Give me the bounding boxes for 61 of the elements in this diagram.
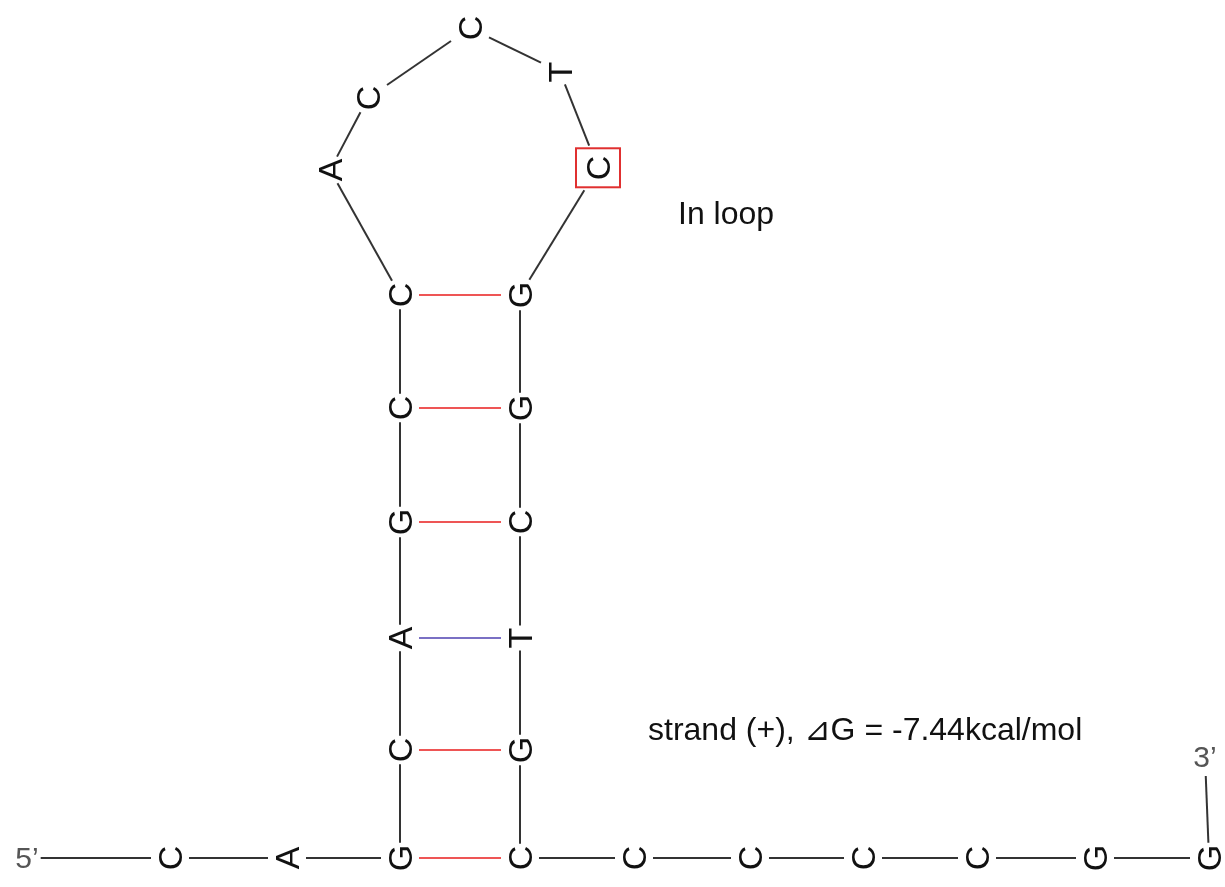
strand-end-label: A [313,158,347,182]
backbone-line [538,857,616,859]
backbone-line [188,857,269,859]
backbone-line [1113,857,1191,859]
backbone-line [563,83,591,147]
strand-end-label: G [503,736,537,764]
strand-end-label: C [453,15,487,41]
strand-end-label: G [383,508,417,536]
base-pair-line [418,294,502,296]
annotation-text: In loop [678,195,775,232]
backbone-line [336,182,393,282]
base-pair-line [418,521,502,523]
nucleotide-letter: 5’ [15,841,39,875]
strand-end-label: G [503,281,537,309]
backbone-line [488,36,542,64]
strand-end-label: G [1078,844,1112,872]
base-pair-line [418,857,502,859]
strand-end-label: A [270,846,304,870]
strand-end-label: G [383,844,417,872]
boxed-nucleotide-letter: C [575,147,621,189]
strand-end-label: C [503,509,537,535]
strand-end-label: C [383,395,417,421]
backbone-line [399,763,401,844]
backbone-line [399,536,401,626]
base-pair-line [418,407,502,409]
strand-end-label: A [383,626,417,650]
backbone-line [399,650,401,737]
strand-end-label: C [733,845,767,871]
strand-end-label: C [960,845,994,871]
backbone-line [519,535,521,627]
strand-end-label: T [543,61,577,83]
strand-end-label: C [383,737,417,763]
strand-end-label: C [383,282,417,308]
strand-end-label: G [503,394,537,422]
backbone-line [1204,775,1210,844]
energy-annotation: strand (+), ⊿G = -7.44kcal/mol [648,710,1083,748]
strand-end-label: C [503,845,537,871]
backbone-line [386,40,452,86]
backbone-line [519,764,521,845]
strand-end-label: C [846,845,880,871]
nucleotide-letter: 3’ [1193,740,1217,774]
base-pair-line [418,749,502,751]
backbone-line [336,111,362,158]
backbone-line [519,309,521,394]
strand-end-label: C [153,845,187,871]
strand-end-label: G [1192,844,1225,872]
backbone-line [652,857,732,859]
strand-end-label: C [617,845,651,871]
backbone-line [519,649,521,736]
backbone-line [995,857,1077,859]
base-pair-line [418,637,502,639]
backbone-line [39,857,152,859]
backbone-line [768,857,845,859]
backbone-line [519,422,521,509]
backbone-line [881,857,959,859]
backbone-line [399,308,401,395]
backbone-line [528,189,586,281]
strand-end-label: C [351,85,385,111]
strand-end-label: T [503,627,537,649]
backbone-line [399,421,401,508]
backbone-line [305,857,382,859]
